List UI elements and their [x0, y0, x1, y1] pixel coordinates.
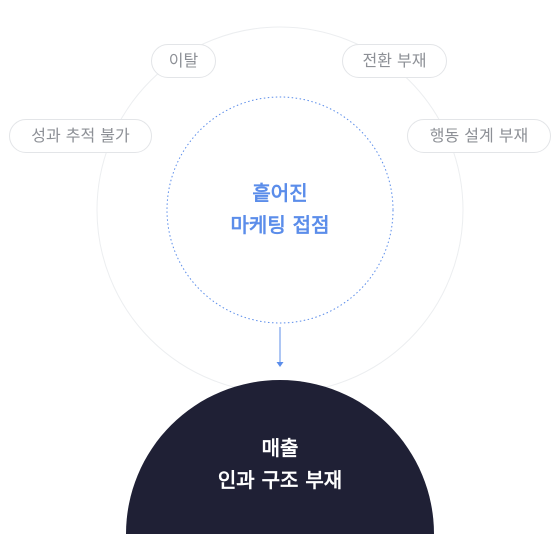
- pill-no-behavior-design: 행동 설계 부재: [407, 119, 551, 153]
- center-label-line-2: 마케팅 접점: [230, 213, 330, 237]
- bottom-label-line-1: 매출: [261, 436, 299, 460]
- pill-no-conversion: 전환 부재: [342, 44, 447, 78]
- inner-dotted-ring: [166, 96, 394, 324]
- dark-semicircle: [126, 380, 434, 534]
- pill-no-tracking: 성과 추적 불가: [9, 119, 152, 153]
- center-label-line-1: 흩어진: [252, 181, 308, 205]
- center-label: 흩어진 마케팅 접점: [170, 177, 390, 241]
- down-arrow-icon: [276, 362, 284, 367]
- bottom-label-line-2: 인과 구조 부재: [217, 468, 343, 492]
- bottom-label: 매출 인과 구조 부재: [180, 432, 380, 496]
- pill-churn: 이탈: [151, 44, 216, 78]
